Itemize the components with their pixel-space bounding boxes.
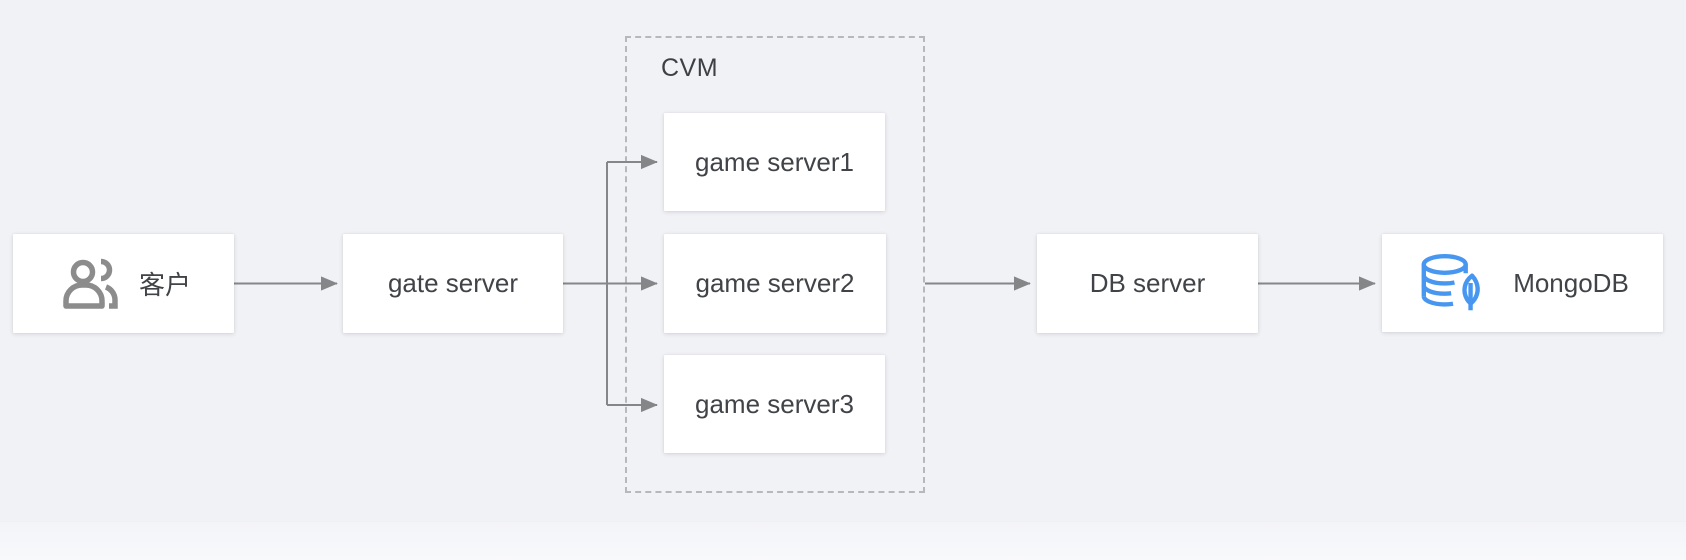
node-game-server-3-label: game server3 [695,388,854,419]
node-db-server: DB server [1037,234,1258,333]
footer-strip [0,521,1686,560]
node-game-server-2: game server2 [664,234,886,333]
node-game-server-2-label: game server2 [695,268,855,298]
cvm-group: CVM [625,36,925,493]
node-game-server-3: game server3 [664,355,885,453]
node-client-label: 客户 [138,270,191,300]
cvm-group-label: CVM [661,54,719,82]
node-mongodb-label: MongoDB [1513,267,1629,298]
node-gate-server: gate server [343,234,563,333]
users-icon [56,251,122,317]
mongodb-icon [1416,252,1492,314]
node-gate-server-label: gate server [387,268,519,298]
node-db-server-label: DB server [1089,268,1206,298]
node-game-server-1-label: game server1 [695,146,854,177]
node-game-server-1: game server1 [664,113,885,211]
node-mongodb: MongoDB [1382,234,1663,332]
node-client: 客户 [13,234,234,333]
